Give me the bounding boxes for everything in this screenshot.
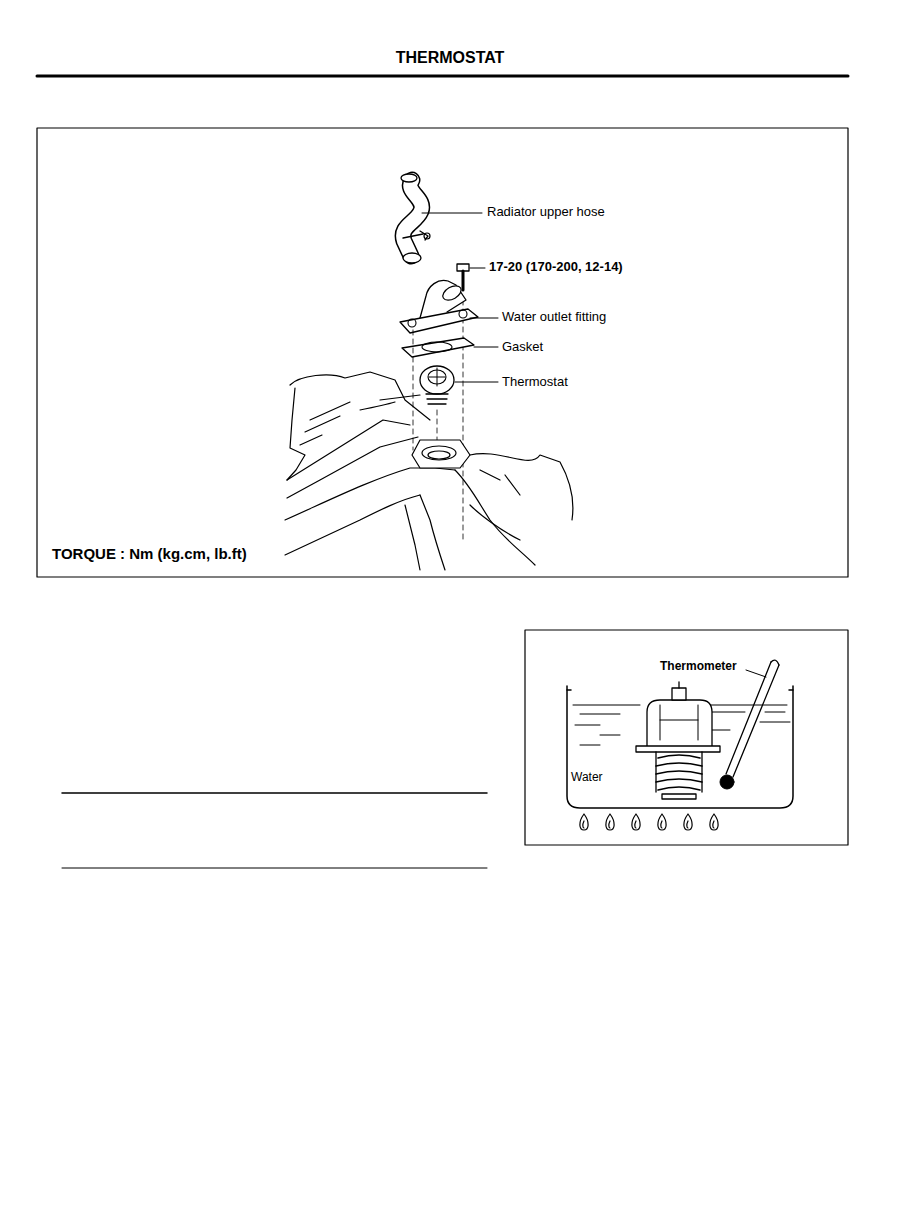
instrument-label: Thermometer [660, 658, 737, 674]
hose-drawing [401, 174, 430, 263]
part-label: Radiator upper hose [487, 204, 605, 220]
flame-symbols [580, 814, 718, 830]
part-label: Water outlet fitting [502, 309, 606, 325]
figure-frame [37, 128, 848, 577]
part-label: Gasket [502, 339, 543, 355]
thermostat-drawing [420, 366, 454, 404]
leader-line [470, 318, 498, 319]
leader-line [422, 213, 482, 214]
leader-line [474, 347, 498, 348]
thermometer-drawing [720, 660, 779, 789]
leader-line [470, 268, 485, 269]
leader-line [455, 382, 498, 383]
torque-value: 17-20 (170-200, 12-14) [489, 259, 623, 275]
title-rule [37, 75, 848, 78]
bolt-drawing [457, 264, 469, 540]
part-label: Thermostat [502, 374, 568, 390]
outlet-fitting-drawing [400, 280, 478, 333]
medium-label: Water [571, 769, 603, 785]
page-title: THERMOSTAT [0, 50, 900, 66]
torque-note: TORQUE : Nm (kg.cm, lb.ft) [52, 546, 247, 562]
figure-frame [525, 630, 848, 845]
guide-line [413, 330, 414, 450]
engine-drawing [285, 372, 573, 570]
beaker-drawing [567, 686, 793, 808]
leader-line [746, 670, 766, 677]
note-rule [62, 792, 487, 794]
thermostat-in-water [636, 682, 720, 799]
note-rule [62, 868, 487, 869]
